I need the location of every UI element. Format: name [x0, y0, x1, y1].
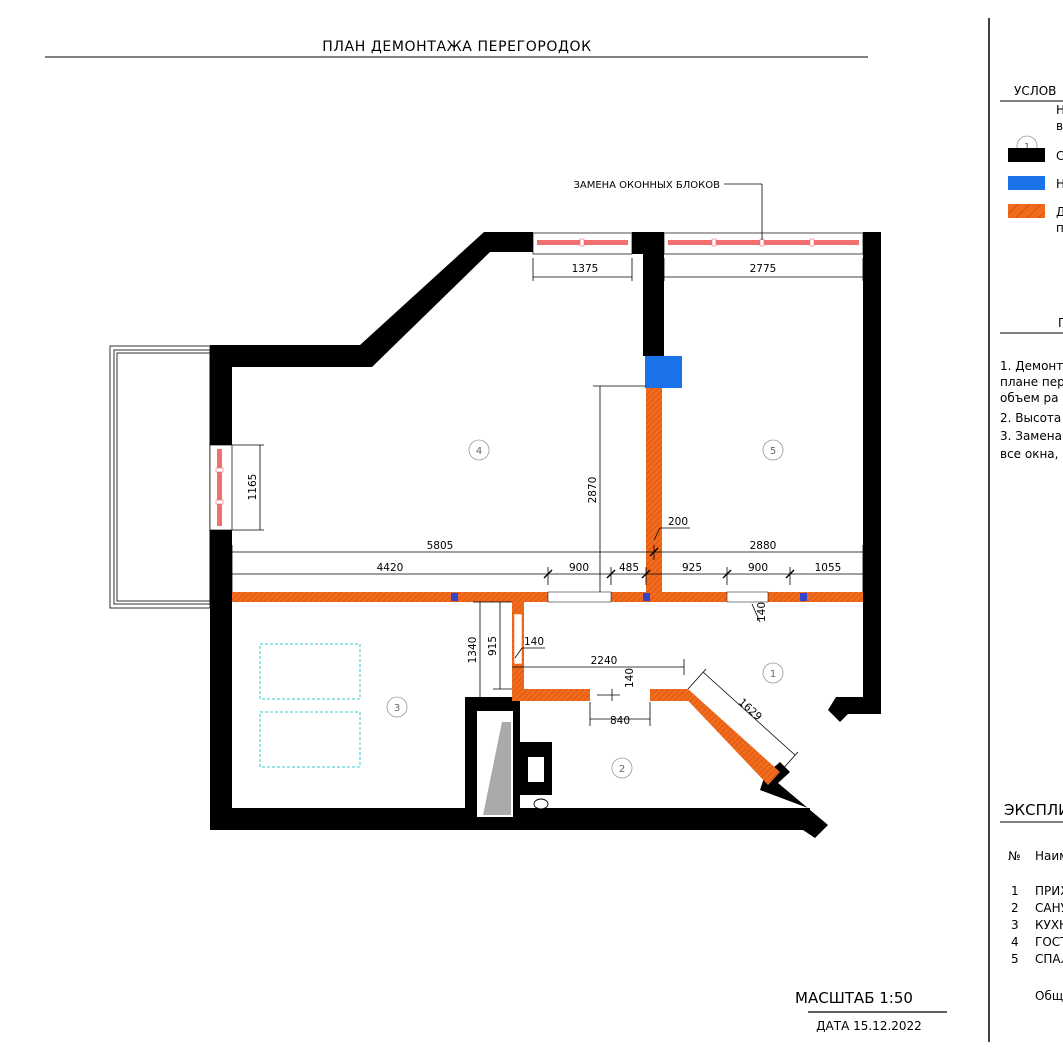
legend-item-text: Н	[1056, 103, 1063, 117]
dim-label: 915	[487, 636, 499, 656]
notes-panel: П 1. Демонт плане пер объем ра 2. Высота…	[1000, 316, 1063, 461]
svg-text:2: 2	[619, 764, 625, 775]
explication-row-no: 1	[1011, 884, 1019, 898]
kitchen-fixtures	[259, 643, 361, 768]
notes-title: П	[1058, 316, 1063, 330]
dim-label: 140	[624, 668, 636, 688]
toilet-icon	[533, 798, 549, 810]
note-line: 3. Замена	[1000, 429, 1062, 443]
legend-item-text: п	[1056, 221, 1063, 235]
dim-label: 1629	[736, 696, 764, 723]
balcony-outline	[109, 345, 211, 609]
new-partition-marker	[800, 593, 807, 601]
explication-header-no: №	[1008, 849, 1020, 863]
legend-item-text: С	[1056, 149, 1063, 163]
dim-label: 140	[524, 636, 544, 648]
svg-text:5: 5	[770, 446, 776, 457]
legend-swatch-wall	[1008, 148, 1045, 162]
dim-label: 2870	[587, 477, 599, 504]
explication-row-no: 4	[1011, 935, 1019, 949]
legend-item-text: Д	[1056, 205, 1063, 219]
note-line: плане пер	[1000, 375, 1063, 389]
note-line: все окна,	[1000, 447, 1058, 461]
scale-label: МАСШТАБ 1:50	[795, 989, 913, 1007]
dim-label: 1165	[247, 474, 259, 501]
dim-label: 5805	[427, 540, 454, 552]
explication-row-name: КУХН	[1035, 918, 1063, 932]
svg-text:3: 3	[394, 703, 400, 714]
svg-text:1: 1	[770, 669, 776, 680]
room-marker-2: 2	[611, 757, 633, 779]
dim-label: 900	[569, 562, 589, 574]
legend-panel: УСЛОВ 1 Н в С Н Д п	[1000, 84, 1063, 235]
explication-row-no: 2	[1011, 901, 1019, 915]
window-left	[209, 444, 233, 531]
room-marker-3: 3	[386, 696, 408, 718]
dim-label: 2240	[591, 655, 618, 667]
dim-label: 2775	[750, 263, 777, 275]
explication-total: Общ	[1035, 989, 1063, 1003]
explication-header-name: Наим	[1035, 849, 1063, 863]
door-opening	[726, 591, 769, 603]
door-opening	[513, 613, 523, 665]
svg-text:1: 1	[1024, 142, 1030, 153]
explication-row-no: 3	[1011, 918, 1019, 932]
dim-label: 925	[682, 562, 702, 574]
room-marker-4: 4	[468, 439, 490, 461]
new-partition-marker	[643, 593, 650, 601]
explication-row-name: ПРИХ	[1035, 884, 1063, 898]
bathtub-icon	[483, 722, 511, 815]
note-line: 2. Высота	[1000, 411, 1061, 425]
explication-row-name: САНУ	[1035, 901, 1063, 915]
dim-label: 2880	[750, 540, 777, 552]
window-top-left	[532, 232, 633, 255]
legend-item-text: Н	[1056, 177, 1063, 191]
note-line: 1. Демонт	[1000, 359, 1063, 373]
date-label: ДАТА 15.12.2022	[816, 1019, 922, 1033]
dim-label: 1375	[572, 263, 599, 275]
dim-label: 200	[668, 516, 688, 528]
dim-label: 1340	[467, 637, 479, 664]
legend-title: УСЛОВ	[1014, 84, 1056, 98]
svg-text:4: 4	[476, 446, 482, 457]
bathroom-block	[465, 697, 552, 830]
dimension-lines	[231, 183, 864, 773]
dim-label: 4420	[377, 562, 404, 574]
dim-label: 140	[756, 602, 768, 622]
note-line: объем ра	[1000, 391, 1058, 405]
drawing-title: ПЛАН ДЕМОНТАЖА ПЕРЕГОРОДОК	[322, 39, 591, 55]
explication-panel: ЭКСПЛИ № Наим 1 ПРИХ 2 САНУ 3 КУХН 4 ГОС…	[1000, 801, 1063, 1003]
window-top-right	[663, 232, 864, 255]
existing-walls	[210, 232, 881, 838]
dimension-labels: 1375 2775 1165 2870 200 5805 2880 4420 9…	[247, 180, 841, 727]
legend-swatch-demolish	[1008, 204, 1045, 218]
explication-row-no: 5	[1011, 952, 1019, 966]
legend-swatch-new	[1008, 176, 1045, 190]
explication-title: ЭКСПЛИ	[1004, 801, 1063, 819]
explication-row-name: СПАЛ	[1035, 952, 1063, 966]
room-markers: 1 2 3 4 5	[386, 439, 784, 779]
room-marker-1: 1	[762, 662, 784, 684]
dim-label: 840	[610, 715, 630, 727]
window-replacement-note: ЗАМЕНА ОКОННЫХ БЛОКОВ	[573, 180, 720, 191]
demolish-partitions	[232, 388, 863, 785]
dim-label: 900	[748, 562, 768, 574]
explication-row-name: ГОСТ	[1035, 935, 1063, 949]
new-partition-block	[645, 356, 682, 388]
legend-item-text: в	[1056, 119, 1063, 133]
room-marker-5: 5	[762, 439, 784, 461]
dim-label: 1055	[815, 562, 842, 574]
dim-label: 485	[619, 562, 639, 574]
new-partition-marker	[451, 593, 458, 601]
door-opening	[547, 591, 612, 603]
